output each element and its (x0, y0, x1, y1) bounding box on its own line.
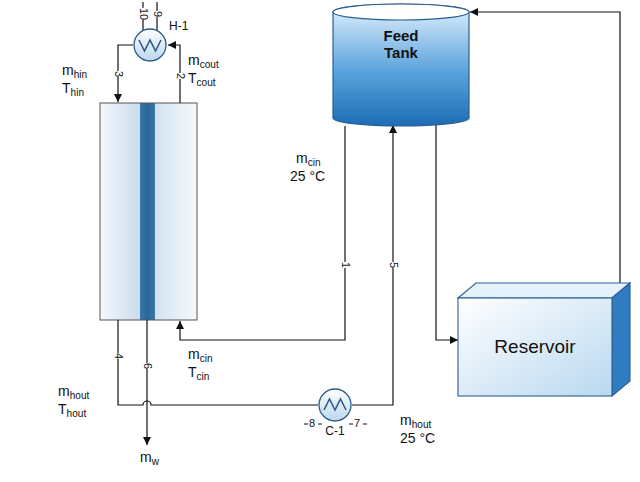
symbol-main: T (188, 70, 197, 86)
stream-variable: mcin (188, 346, 213, 362)
stream-line (146, 320, 147, 445)
symbol-subscript: cin (197, 371, 210, 382)
symbol-subscript: hin (71, 87, 84, 98)
stream-number: 6 (141, 363, 154, 369)
stream-number: 5 (387, 262, 400, 268)
stream-variable: mw (140, 449, 159, 465)
stream-variable: Tcin (188, 364, 209, 380)
tank-top (333, 4, 469, 20)
stream-variable: mhout (58, 383, 89, 399)
symbol-main: T (188, 364, 197, 380)
stream-number: 10 (137, 8, 150, 20)
stream-number: 3 (112, 71, 125, 77)
box-top-face (458, 283, 630, 298)
node-label: H-1 (169, 20, 188, 33)
stream-number: 1 (339, 262, 352, 268)
symbol-main: m (62, 62, 74, 78)
symbol-subscript: hout (67, 408, 87, 419)
node-label: Reservoir (494, 337, 575, 358)
exchanger-circle (134, 29, 166, 61)
symbol-subscript: cout (200, 59, 219, 70)
stream-variable: Thout (58, 401, 86, 417)
symbol-subscript: cin (200, 353, 213, 364)
stream-variable: mhout (400, 412, 431, 428)
stream-number: 7 (354, 417, 360, 430)
node-label: Feed Tank (366, 28, 436, 61)
stream-number: 2 (174, 73, 187, 79)
feed-tank-shape (332, 4, 470, 126)
stream-number: 4 (112, 353, 125, 359)
exchanger-coil (139, 40, 161, 51)
box-side-face (612, 283, 630, 396)
symbol-subscript: cin (308, 157, 321, 168)
symbol-main: T (58, 401, 67, 417)
stream-line (118, 320, 318, 405)
symbol-main: T (62, 80, 71, 96)
heater-symbol: H-1 (133, 28, 167, 62)
reservoir-box: Reservoir (458, 283, 630, 396)
stream-variable: mcin (296, 150, 321, 166)
membrane (140, 103, 155, 320)
exchanger-circle (319, 389, 351, 421)
node-label: C-1 (325, 425, 344, 438)
cooler-symbol: C-1 (318, 388, 352, 422)
symbol-main: m (188, 346, 200, 362)
stream-line (180, 126, 345, 340)
flow-line (470, 12, 620, 283)
membrane-module (100, 103, 197, 320)
symbol-subscript: hout (412, 419, 432, 430)
heater-symbol-shape (133, 28, 167, 62)
symbol-main: m (140, 449, 152, 465)
symbol-subscript: w (152, 456, 159, 467)
symbol-main: m (188, 52, 200, 68)
flow-line (436, 125, 458, 340)
hot-channel (100, 103, 140, 320)
symbol-main: m (400, 412, 412, 428)
stream-variable: Thin (62, 80, 84, 96)
module-outline (100, 103, 197, 320)
symbol-subscript: hin (74, 69, 87, 80)
stream-number: 9 (151, 11, 164, 17)
exchanger-coil (324, 399, 346, 410)
stream-number: 8 (309, 417, 315, 430)
symbol-main: m (296, 150, 308, 166)
stream-variable: 25 °C (400, 430, 435, 446)
symbol-main: m (58, 383, 70, 399)
feed-tank: Feed Tank (332, 4, 470, 126)
stream-variable: Tcout (188, 70, 216, 86)
symbol-subscript: hout (70, 390, 90, 401)
stream-variable: 25 °C (290, 168, 325, 184)
cooler-symbol-shape (318, 388, 352, 422)
cold-channel (155, 103, 197, 320)
stream-variable: mhin (62, 62, 87, 78)
tank-body (333, 4, 469, 126)
symbol-subscript: cout (197, 77, 216, 88)
stream-variable: mcout (188, 52, 219, 68)
box-front-face (458, 298, 612, 396)
